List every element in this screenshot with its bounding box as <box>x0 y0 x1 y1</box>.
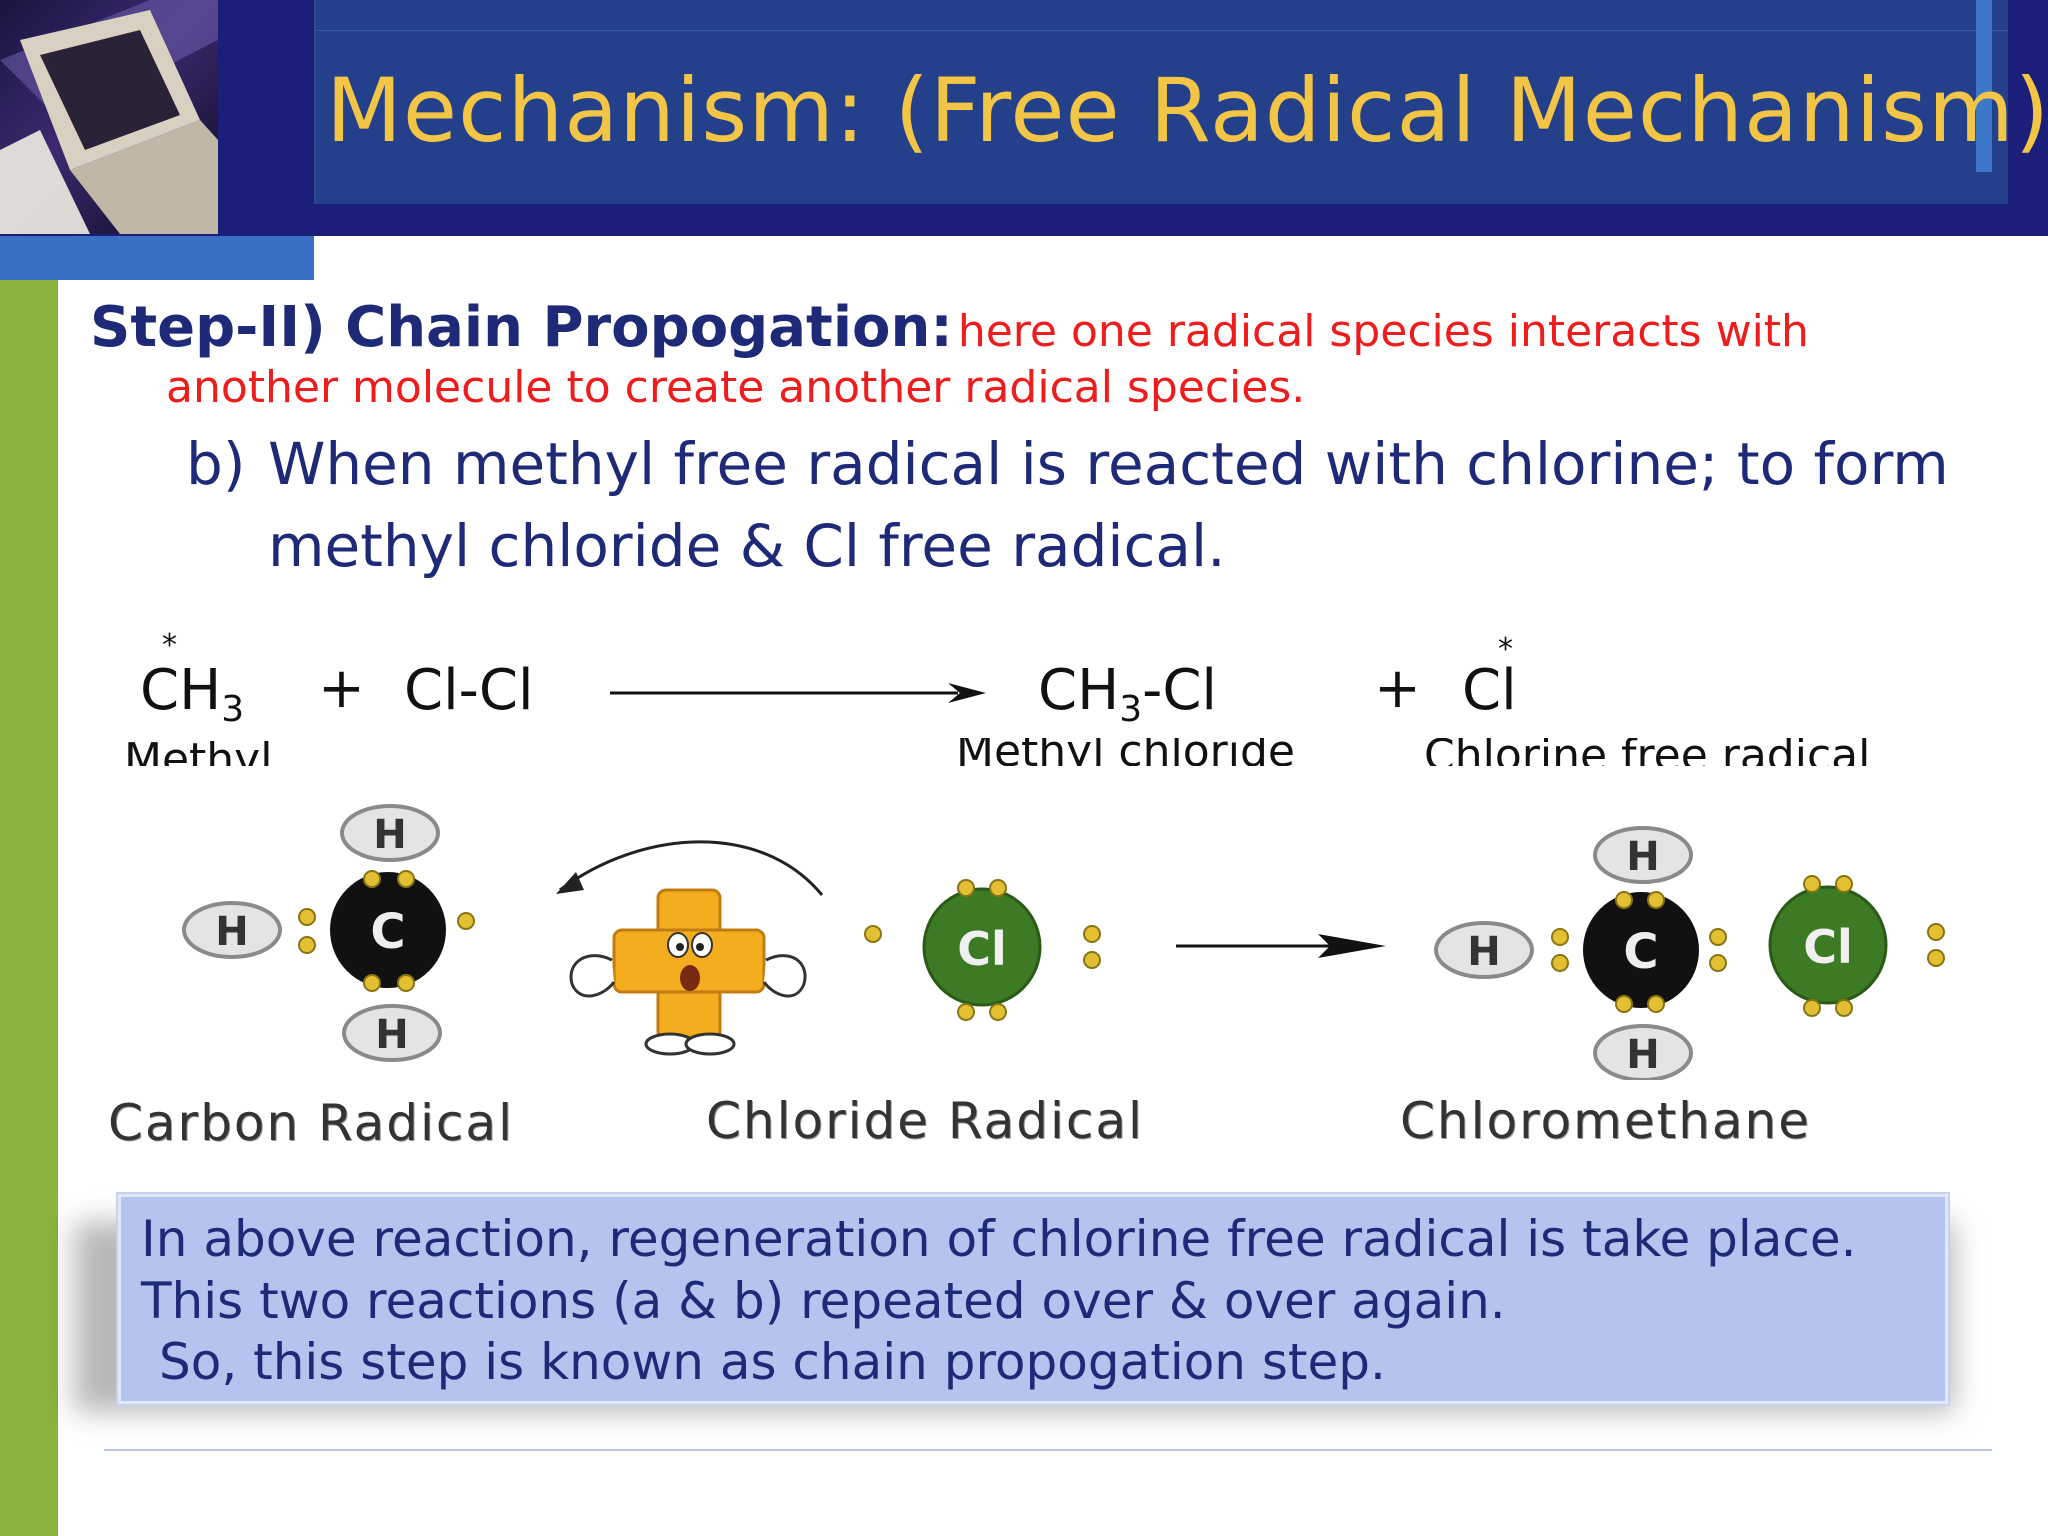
svg-text:H: H <box>1467 929 1500 975</box>
summary-box: In above reaction, regeneration of chlor… <box>118 1194 1948 1404</box>
carbon-radical-structure: H H H C <box>182 804 475 1062</box>
svg-text:Cl: Cl <box>957 922 1007 976</box>
svg-text:H: H <box>1626 834 1659 880</box>
carbon-radical-label: Carbon Radical <box>108 1094 514 1152</box>
summary-line3: So, this step is known as chain propogat… <box>159 1333 1386 1391</box>
chloromethane-label: Chloromethane <box>1400 1092 1811 1150</box>
chloride-radical-structure: Cl <box>864 879 1101 1021</box>
plus-mascot-icon <box>569 888 807 1056</box>
monitor-photo <box>0 0 218 234</box>
svg-text:Cl: Cl <box>1803 920 1853 974</box>
methyl-chloride-formula: CH3-Cl <box>1038 658 1217 731</box>
title-accent-bar <box>1976 0 1992 172</box>
radical-star-2: * <box>1498 632 1513 667</box>
chloromethane-structure: H H H C Cl <box>1434 826 1945 1080</box>
slide-title: Mechanism: (Free Radical Mechanism) <box>326 59 2048 162</box>
point-b-line1: When methyl free radical is reacted with… <box>268 430 1949 498</box>
step-description-line1: here one radical species interacts with <box>957 306 1809 357</box>
title-panel <box>314 0 2008 204</box>
bullet-label: b) <box>186 430 246 498</box>
equation-labels-clip: Methyl Methyl chloride Chlorine free rad… <box>0 738 2048 766</box>
reaction-equation: * CH3 + Cl-Cl CH3-Cl + * Cl Methyl Methy… <box>0 620 2048 770</box>
reaction-arrow <box>610 683 986 703</box>
summary-line1: In above reaction, regeneration of chlor… <box>141 1210 1857 1268</box>
green-side-bar <box>0 280 58 1536</box>
radical-star: * <box>162 628 177 663</box>
label-chlorine-free-radical: Chlorine free radical <box>1424 738 1871 766</box>
svg-text:H: H <box>375 1012 408 1058</box>
step-heading: Step-II) Chain Propogation: <box>90 295 953 360</box>
svg-text:C: C <box>1623 924 1658 980</box>
chlorine-radical-formula: Cl <box>1462 658 1517 723</box>
chloride-radical-label: Chloride Radical <box>706 1092 1144 1150</box>
point-b-line2: methyl chloride & Cl free radical. <box>268 512 1226 580</box>
svg-text:H: H <box>373 812 406 858</box>
svg-text:C: C <box>370 904 405 960</box>
plus-sign: + <box>318 656 365 721</box>
lewis-diagram: H H H C Cl <box>182 804 1945 1080</box>
svg-text:H: H <box>215 909 248 955</box>
label-methyl-chloride: Methyl chloride <box>956 738 1295 766</box>
blue-accent-strip <box>0 236 314 280</box>
svg-text:H: H <box>1626 1032 1659 1078</box>
summary-line2: This two reactions (a & b) repeated over… <box>141 1272 1506 1330</box>
step-description-line2: another molecule to create another radic… <box>166 362 1306 413</box>
methyl-radical-formula: CH3 <box>140 658 245 731</box>
step-line: Step-II) Chain Propogation: here one rad… <box>90 294 1809 361</box>
plus-sign-2: + <box>1374 656 1421 721</box>
chlorine-molecule-formula: Cl-Cl <box>404 658 534 723</box>
bottom-rule <box>104 1449 1992 1451</box>
label-methyl: Methyl <box>124 738 273 766</box>
